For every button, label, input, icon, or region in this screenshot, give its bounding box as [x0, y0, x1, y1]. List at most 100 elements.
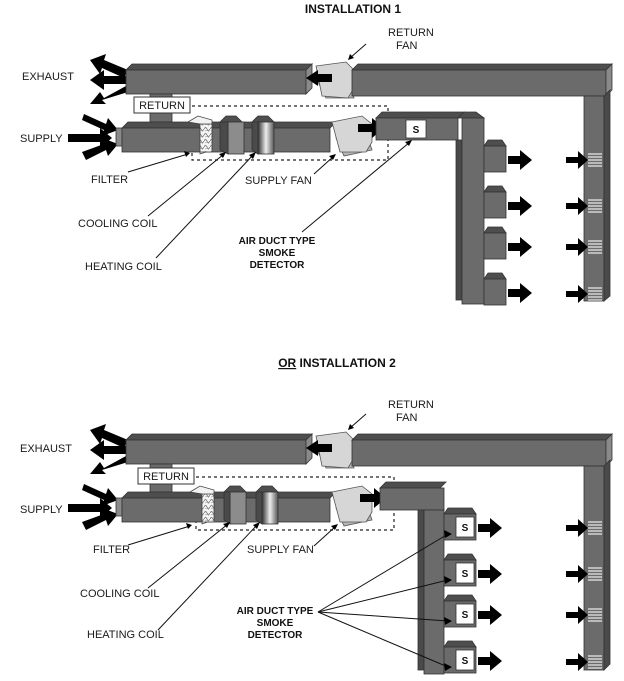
exhaust-label: EXHAUST: [22, 71, 74, 83]
air-handling-unit-outline: [191, 105, 389, 161]
filter: [188, 485, 215, 525]
return-grille: [566, 197, 602, 215]
supply-fan-label: SUPPLY FAN: [245, 175, 312, 187]
cooling-coil-leader: [147, 153, 225, 217]
supply-outlet: [483, 139, 532, 173]
supply-outlet: [483, 272, 532, 306]
supply-arrow-right: [68, 128, 112, 148]
exhaust-arrow-down: [90, 86, 128, 104]
heating-coil: [255, 485, 279, 525]
exhaust-arrows: [90, 54, 128, 104]
return-grille: [566, 285, 602, 303]
supply-fan-arrow: [360, 488, 386, 508]
return-grilles: [566, 519, 602, 671]
heating-coil-leader: [155, 153, 255, 259]
supply-arrow-up: [82, 138, 118, 160]
return-riser: [583, 459, 611, 671]
smoke-detector: [455, 516, 475, 538]
installation-2: OR INSTALLATION 2 EXHAUST RETURN FAN: [20, 356, 613, 675]
return-grille-arrow: [566, 238, 588, 256]
installation-2-title-rest: INSTALLATION 2: [296, 356, 396, 370]
return-grille-arrow: [566, 151, 588, 169]
exhaust-duct: [125, 433, 313, 465]
return-box-label: RETURN: [139, 100, 185, 112]
supply-outlet-arrow: [478, 564, 502, 584]
return-grille: [566, 238, 602, 256]
detector-label-2: SMOKE: [259, 248, 296, 259]
smoke-detector: [455, 649, 475, 671]
return-riser: [583, 89, 611, 302]
detector-leaders: [317, 530, 452, 671]
supply-label: SUPPLY: [20, 133, 63, 145]
detector-leader: [317, 611, 449, 668]
supply-riser: [455, 111, 486, 305]
supply-outlet: S: [443, 594, 502, 628]
return-box: [137, 467, 195, 485]
heating-coil-leader: [157, 523, 259, 631]
return-fan: [306, 61, 355, 99]
supply-fan-label: SUPPLY FAN: [247, 544, 314, 556]
return-grille-arrow: [566, 565, 588, 583]
installation-2-title-or: OR: [278, 356, 296, 370]
exhaust-arrow-left: [90, 440, 126, 460]
supply-outlet-arrow: [478, 651, 502, 671]
return-fan-label-2: FAN: [396, 40, 417, 52]
return-fan-arrow: [306, 70, 332, 86]
heating-coil: [251, 115, 275, 155]
return-main-duct: [351, 433, 613, 467]
return-grille-arrow: [566, 197, 588, 215]
cooling-coil-leader: [147, 523, 229, 589]
supply-outlet: [483, 185, 532, 219]
smoke-detector-symbol: S: [462, 523, 469, 534]
return-box-label: RETURN: [143, 471, 189, 483]
return-fan: [306, 431, 355, 469]
supply-outlet-arrow: [478, 605, 502, 625]
supply-fan-leader: [313, 525, 337, 547]
supply-label: SUPPLY: [20, 504, 63, 516]
smoke-detector-symbol: S: [462, 569, 469, 580]
supply-outlets: S S S S: [443, 507, 502, 674]
exhaust-arrow-up: [90, 424, 128, 448]
air-handling-unit-outline: [195, 476, 395, 531]
detector-label-3: DETECTOR: [250, 260, 306, 271]
supply-arrow-up: [82, 508, 118, 530]
detector-leader: [317, 611, 449, 622]
supply-fan: [331, 485, 386, 527]
smoke-detector-symbol: S: [462, 656, 469, 667]
cooling-coil: [219, 115, 245, 155]
return-grille: [566, 519, 602, 537]
filter: [186, 115, 213, 155]
detector-label-2: SMOKE: [257, 618, 294, 629]
exhaust-arrow-left: [90, 70, 126, 90]
exhaust-duct: [125, 63, 313, 95]
smoke-detector-symbol: S: [413, 125, 420, 136]
return-box: [133, 96, 191, 114]
supply-outlet: S: [443, 640, 502, 674]
installation-1: INSTALLATION 1 EXHAUST RETURN FAN: [20, 2, 613, 306]
smoke-detector: [405, 119, 427, 139]
supply-main-duct: S: [375, 111, 465, 141]
detector-label-1: AIR DUCT TYPE: [239, 236, 316, 247]
return-grille-arrow: [566, 285, 588, 303]
exhaust-arrow-down: [90, 456, 128, 474]
supply-arrow-down: [82, 114, 118, 136]
supply-riser: [417, 509, 445, 675]
supply-arrows: [68, 484, 118, 530]
detector-leader: [317, 533, 449, 613]
cooling-coil-label: COOLING COIL: [80, 588, 159, 600]
return-grilles: [566, 151, 602, 303]
supply-arrows: [68, 114, 118, 160]
supply-outlet-arrow: [508, 283, 532, 303]
supply-fan-leader: [313, 155, 335, 175]
detector-label-3: DETECTOR: [248, 630, 304, 641]
smoke-detector-symbol: S: [462, 610, 469, 621]
cooling-coil: [223, 485, 247, 525]
return-grille: [566, 151, 602, 169]
supply-outlet: [483, 226, 532, 260]
installation-1-title: INSTALLATION 1: [305, 2, 402, 16]
smoke-detector: [455, 603, 475, 625]
detector-leader: [301, 141, 411, 233]
exhaust-arrows: [90, 424, 128, 474]
supply-outlets: [483, 139, 532, 306]
